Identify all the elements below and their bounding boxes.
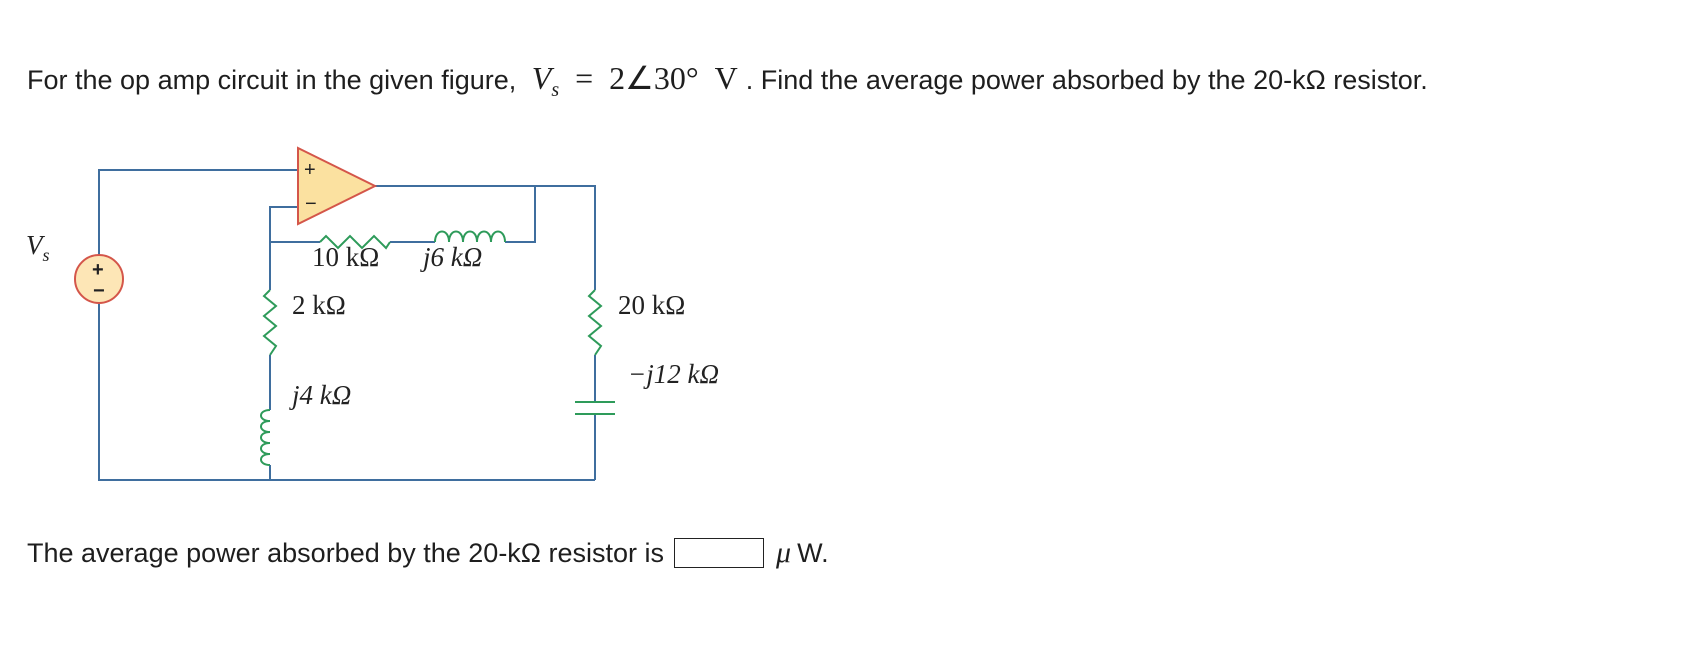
source-plus: + [92,259,104,281]
problem-statement: For the op amp circuit in the given figu… [27,60,1428,101]
op-amp-plus: + [304,159,316,181]
unit-prefix: μ [776,536,792,569]
inductor-j4k [260,409,271,466]
label-10k: 10 kΩ [312,242,379,272]
resistor-20k [587,289,603,356]
label-j12k: −j12 kΩ [628,359,719,389]
source-unit: V [714,60,738,96]
equals-sign: = [575,60,594,96]
resistor-2k [262,289,278,356]
angle-symbol: ∠ [625,60,654,96]
problem-suffix: . Find the average power absorbed by the… [745,65,1428,95]
unit-label: W. [797,538,829,568]
label-20k: 20 kΩ [618,290,685,320]
source-subscript: s [551,79,560,101]
voltage-source [74,254,124,304]
source-expression: Vs = 2∠30° V [524,60,746,101]
op-amp-minus: − [305,193,317,215]
inductor-j6k [434,230,506,243]
resistor-10k [319,234,391,250]
label-j4k: j4 kΩ [289,380,351,410]
answer-prefix: The average power absorbed by the 20-kΩ … [27,538,665,568]
answer-line: The average power absorbed by the 20-kΩ … [27,536,829,570]
op-amp [297,146,378,226]
source-magnitude: 2 [609,60,626,96]
circuit-diagram: + − + − Vs 10 kΩ j6 kΩ 2 kΩ j4 kΩ 20 kΩ … [26,146,719,481]
problem-prefix: For the op amp circuit in the given figu… [27,65,517,95]
answer-input[interactable] [674,538,765,568]
label-j6k: j6 kΩ [420,242,482,272]
label-2k: 2 kΩ [292,290,346,320]
source-symbol: V [531,60,552,96]
source-minus: − [93,280,105,302]
circuit-wires [98,169,596,481]
source-label: Vs [26,230,50,265]
source-angle: 30° [653,60,699,96]
capacitor-j12k [575,401,615,415]
